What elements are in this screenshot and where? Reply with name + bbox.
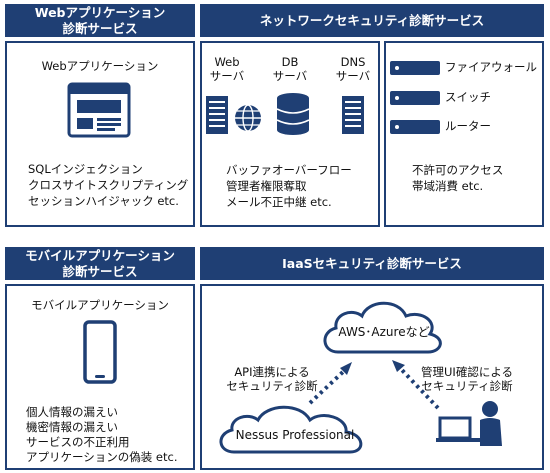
server-risk-2: 管理者権限奪取 bbox=[226, 179, 307, 193]
cloud-icon bbox=[323, 301, 442, 354]
user-at-laptop-icon bbox=[436, 401, 502, 446]
web-app-header: Webアプリケーション 診断サービス bbox=[5, 4, 195, 37]
web-server-icon bbox=[206, 96, 261, 134]
firewall-label: ファイアウォール bbox=[445, 60, 537, 74]
web-app-header-line1: Webアプリケーション bbox=[34, 4, 166, 20]
db-server-label-line2: サーバ bbox=[272, 69, 308, 84]
dns-server-label-line2: サーバ bbox=[335, 69, 371, 84]
right-caption-line2: セキュリティ診断 bbox=[421, 379, 513, 394]
left-caption-line1: API連携による bbox=[234, 365, 310, 379]
db-server-label-line1: DB bbox=[281, 55, 299, 69]
server-risk-1: バッファオーバーフロー bbox=[226, 163, 352, 177]
smartphone-icon bbox=[83, 320, 117, 384]
web-app-label: Webアプリケーション bbox=[41, 59, 159, 73]
dns-server-label-line1: DNS bbox=[340, 55, 366, 69]
server-risk-3: メール不正中継 etc. bbox=[226, 195, 332, 209]
iaas-header: IaaSセキュリティ診断サービス bbox=[200, 247, 544, 280]
mobile-risk-4: アプリケーションの偽装 etc. bbox=[26, 450, 178, 464]
switch-icon bbox=[390, 91, 440, 105]
cloud-icon bbox=[219, 405, 363, 454]
web-app-risk-1: SQLインジェクション bbox=[28, 162, 143, 176]
mobile-app-header: モバイルアプリケーション 診断サービス bbox=[5, 247, 195, 280]
mobile-risk-3: サービスの不正利用 bbox=[26, 435, 130, 449]
web-server-label-line2: サーバ bbox=[209, 69, 245, 84]
mobile-risk-1: 個人情報の漏えい bbox=[26, 405, 118, 419]
web-app-risk-2: クロスサイトスクリプティング bbox=[28, 178, 189, 192]
db-server-label: DB サーバ bbox=[270, 55, 310, 84]
browser-window-icon bbox=[67, 82, 131, 138]
device-risk-1: 不許可のアクセス bbox=[412, 163, 504, 177]
left-caption-line2: セキュリティ診断 bbox=[226, 379, 318, 394]
router-label: ルーター bbox=[445, 119, 491, 133]
mobile-app-header-line1: モバイルアプリケーション bbox=[25, 247, 175, 263]
mobile-risk-2: 機密情報の漏えい bbox=[26, 420, 118, 434]
network-header: ネットワークセキュリティ診断サービス bbox=[200, 4, 544, 37]
web-app-risk-3: セッションハイジャック etc. bbox=[28, 194, 179, 208]
web-server-label: Web サーバ bbox=[207, 55, 247, 84]
web-server-label-line1: Web bbox=[214, 55, 240, 69]
router-icon bbox=[390, 120, 440, 134]
firewall-icon bbox=[390, 61, 440, 75]
right-caption-line1: 管理UI確認による bbox=[421, 365, 513, 379]
switch-label: スイッチ bbox=[445, 90, 491, 104]
web-app-header-line2: 診断サービス bbox=[62, 20, 138, 36]
dns-server-label: DNS サーバ bbox=[333, 55, 373, 84]
device-risk-2: 帯域消費 etc. bbox=[412, 179, 484, 193]
left-caption: API連携による セキュリティ診断 bbox=[218, 365, 326, 394]
cloud-top-label: AWS･Azureなど bbox=[338, 325, 430, 339]
mobile-app-header-line2: 診断サービス bbox=[62, 263, 138, 279]
right-caption: 管理UI確認による セキュリティ診断 bbox=[412, 365, 522, 394]
database-icon bbox=[276, 93, 310, 135]
cloud-bottom-label: Nessus Professional bbox=[235, 428, 355, 442]
mobile-app-label: モバイルアプリケーション bbox=[31, 298, 169, 312]
dns-server-icon bbox=[342, 96, 364, 134]
